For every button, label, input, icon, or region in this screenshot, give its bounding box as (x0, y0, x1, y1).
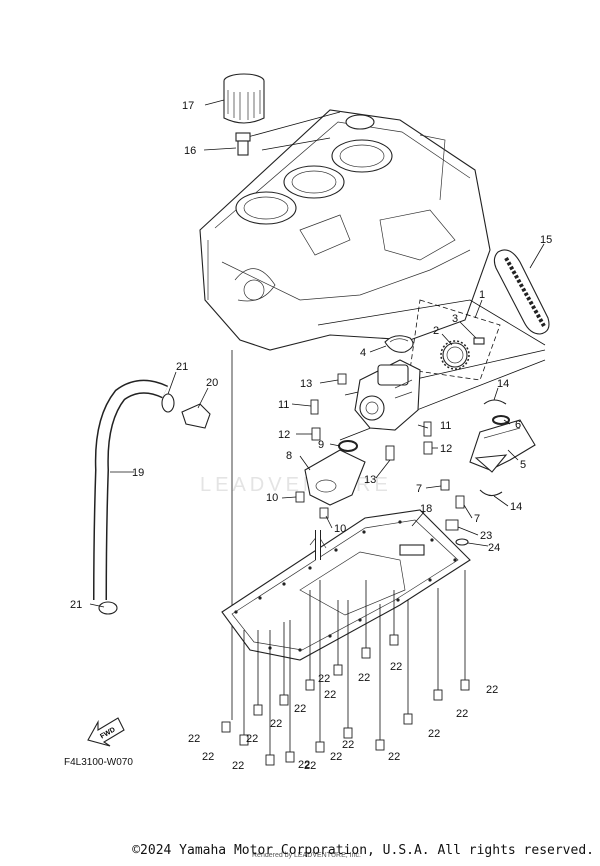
callout-22-d: 22 (486, 684, 498, 696)
callout-22-b: 22 (358, 672, 370, 684)
copyright-notice: ©2024 Yamaha Motor Corporation, U.S.A. A… (132, 843, 594, 858)
breather-hose (93, 379, 169, 601)
guide-lines (231, 111, 546, 720)
diagram-code: F4L3100-W070 (64, 757, 133, 768)
callout-20: 20 (206, 377, 218, 389)
hose-clamp-lower (98, 601, 118, 615)
callout-24: 24 (488, 542, 500, 554)
hose-clamp-upper (161, 393, 175, 413)
o-ring (338, 440, 358, 452)
callout-9: 9 (318, 439, 324, 451)
oil-pump (354, 359, 421, 431)
callout-8: 8 (286, 450, 292, 462)
bolts-12 (311, 427, 433, 455)
callout-11-left: 11 (278, 399, 289, 411)
pan-bolts-22 (221, 570, 470, 766)
clip-14-upper (483, 399, 507, 405)
oil-strainer-right (469, 419, 536, 473)
forward-arrow-icon: FWD (87, 717, 125, 747)
callout-labels: 17 16 15 1 3 2 4 13 14 21 20 11 6 12 9 1… (70, 100, 552, 772)
callout-13-upper: 13 (300, 378, 312, 390)
callout-12-left: 12 (278, 429, 290, 441)
callout-12-right: 12 (440, 443, 452, 455)
callout-4: 4 (360, 347, 366, 359)
callout-22-h: 22 (270, 718, 282, 730)
callout-17: 17 (182, 100, 194, 112)
union-bolt (235, 132, 251, 156)
callout-22-q: 22 (232, 760, 244, 772)
callout-23: 23 (480, 530, 492, 542)
clip-14-lower (479, 489, 503, 497)
callout-3: 3 (452, 313, 458, 325)
callout-22-o: 22 (388, 751, 400, 763)
callout-14-lower: 14 (510, 501, 522, 513)
callout-22-j: 22 (188, 733, 200, 745)
callout-15: 15 (540, 234, 552, 246)
oil-pump-drive-chain (493, 249, 550, 335)
callout-10-lower: 10 (334, 523, 346, 535)
callout-22-m: 22 (202, 751, 214, 763)
drain-bolt (445, 519, 469, 546)
callout-11-right: 11 (440, 420, 451, 432)
callout-22-p: 22 (298, 759, 310, 771)
seal-6 (492, 415, 510, 425)
callout-22-r: 22 (304, 760, 316, 772)
callout-5: 5 (520, 459, 526, 471)
callout-13-lower: 13 (364, 474, 376, 486)
callout-7-left: 7 (416, 483, 422, 495)
pan-bolt-holes (234, 520, 457, 652)
oil-strainer (304, 449, 366, 506)
callout-22-i: 22 (428, 728, 440, 740)
bolts-13 (337, 373, 395, 461)
callout-14-upper: 14 (497, 378, 509, 390)
callout-19: 19 (132, 467, 144, 479)
callout-22-n: 22 (330, 751, 342, 763)
crankcase-block (199, 109, 491, 351)
callout-18: 18 (420, 503, 432, 515)
callout-22-c: 22 (318, 673, 330, 685)
dowel-pins (310, 399, 432, 437)
callout-22-l: 22 (342, 739, 354, 751)
callout-22-g: 22 (456, 708, 468, 720)
leader-lines (89, 99, 545, 608)
callout-1: 1 (479, 289, 485, 301)
callout-21-lower: 21 (70, 599, 82, 611)
callout-7-right: 7 (474, 513, 480, 525)
callout-22-e: 22 (324, 689, 336, 701)
callout-22-a: 22 (390, 661, 402, 673)
callout-21-upper: 21 (176, 361, 188, 373)
sprocket-assembly (384, 335, 485, 370)
callout-10-upper: 10 (266, 492, 278, 504)
hose-fitting (181, 403, 211, 429)
callout-16: 16 (184, 145, 196, 157)
callout-6: 6 (515, 419, 521, 431)
rendered-by-note: Rendered by LEADVENTURE, Inc. (252, 852, 361, 859)
oil-filter (223, 73, 265, 124)
callout-22-f: 22 (294, 703, 306, 715)
bolts-7 (440, 479, 465, 509)
callout-2: 2 (433, 325, 439, 337)
callout-22-k: 22 (246, 733, 258, 745)
